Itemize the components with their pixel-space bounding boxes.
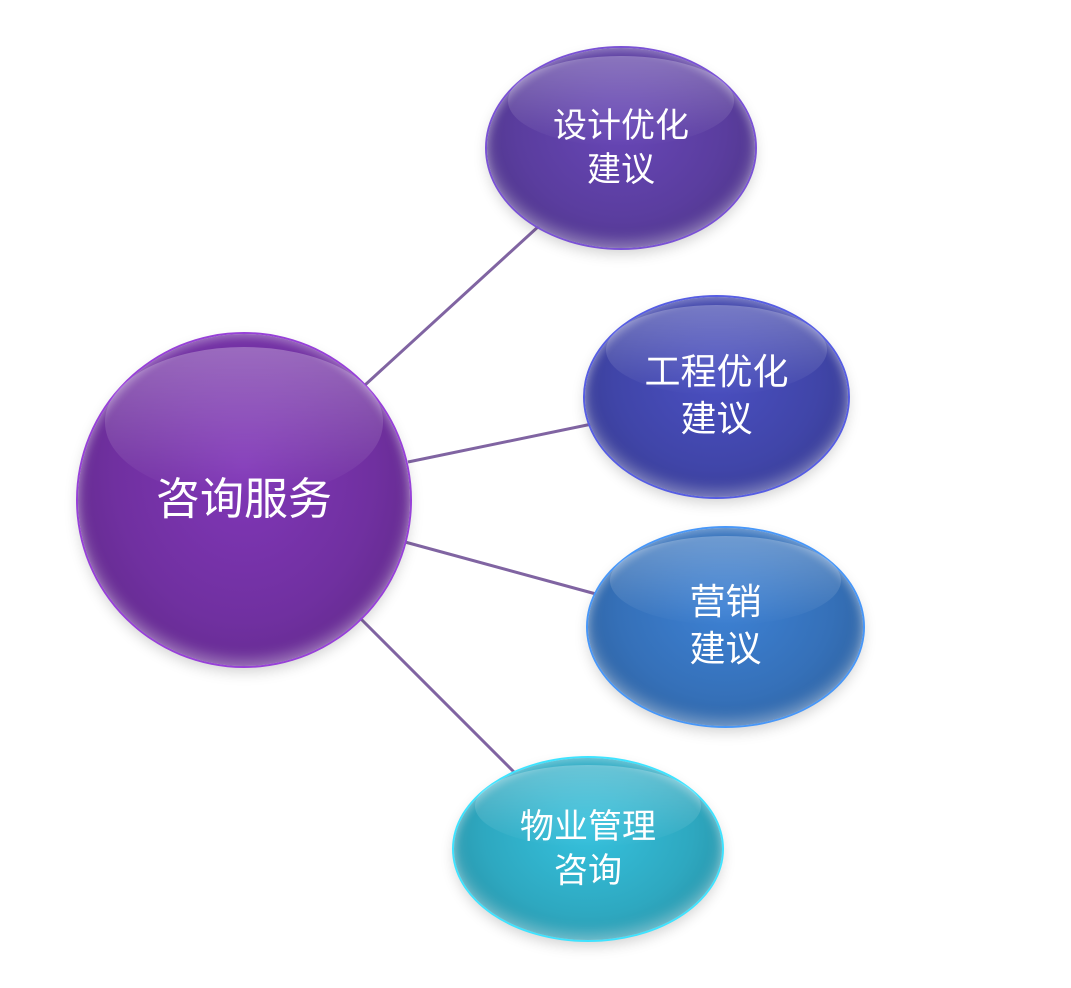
center-node: 咨询服务 — [78, 334, 410, 666]
connector-design — [363, 223, 542, 387]
branch-design-line-2: 建议 — [587, 150, 655, 190]
center-node-label: 咨询服务 — [156, 474, 332, 526]
branch-engineering-line-1: 工程优化 — [644, 352, 789, 394]
connector-engineering — [407, 422, 593, 464]
branch-node-marketing: 营销 建议 — [588, 528, 863, 726]
branch-design-line-1: 设计优化 — [553, 105, 689, 146]
branch-property-line-1: 物业管理 — [520, 806, 656, 847]
branch-property-line-2: 咨询 — [554, 851, 622, 891]
branch-node-design: 设计优化 建议 — [487, 48, 755, 248]
branch-node-property: 物业管理 咨询 — [454, 758, 722, 940]
branch-node-engineering: 工程优化 建议 — [585, 297, 848, 497]
branch-marketing-line-2: 建议 — [689, 629, 762, 670]
connector-property — [358, 616, 517, 775]
branch-engineering-line-2: 建议 — [680, 399, 753, 440]
connector-marketing — [404, 540, 597, 596]
branch-marketing-line-1: 营销 — [689, 582, 762, 624]
